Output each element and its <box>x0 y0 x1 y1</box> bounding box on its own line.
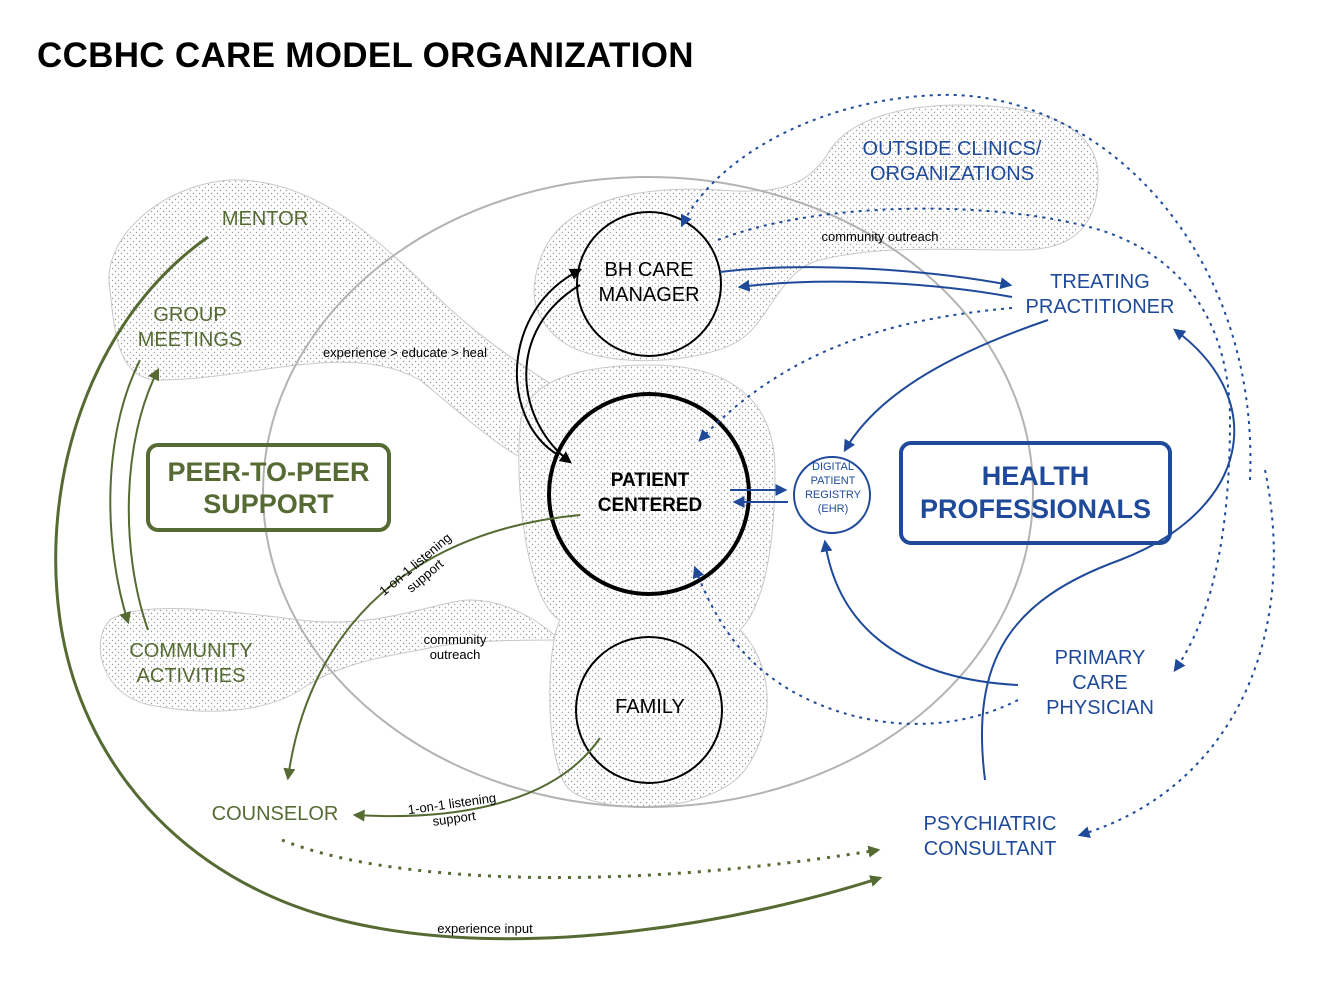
family-circle[interactable] <box>575 636 723 784</box>
outside-to-bh-dashed <box>680 93 1252 481</box>
health-box-line2: PROFESSIONALS <box>919 494 1152 524</box>
bh-line2: MANAGER <box>598 284 700 306</box>
patient-centered-label: PATIENT CENTERED <box>570 468 730 518</box>
family-to-counselor-arrow <box>352 737 601 822</box>
group-line1: GROUP <box>153 304 227 326</box>
registry-line1: DIGITAL <box>812 461 854 473</box>
outside-line1: OUTSIDE CLINICS/ <box>862 138 1042 160</box>
counselor-to-psychiatric-dotted <box>281 838 881 880</box>
family-label: FAMILY <box>615 696 685 718</box>
patient-line1: PATIENT <box>610 470 690 491</box>
registry-line2: PATIENT <box>810 475 856 487</box>
group-line2: MEETINGS <box>137 329 243 351</box>
center-stipple <box>518 364 776 808</box>
experience-input-arrow <box>54 235 883 941</box>
community-to-group-arrow <box>127 367 160 631</box>
peer-to-peer-support-box[interactable]: PEER-TO-PEER SUPPORT <box>146 443 391 532</box>
community-activities-label[interactable]: COMMUNITY ACTIVITIES <box>106 639 276 689</box>
community-line2: ACTIVITIES <box>136 665 246 687</box>
health-region-top <box>533 104 1099 362</box>
mentor-label[interactable]: MENTOR <box>221 208 309 230</box>
registry-line4: (EHR) <box>817 503 849 515</box>
digital-patient-registry-label: DIGITAL PATIENT REGISTRY (EHR) <box>795 460 871 516</box>
primary-line1: PRIMARY <box>1054 647 1146 669</box>
patient-to-counselor-arrow <box>283 514 581 781</box>
bh-care-manager-circle[interactable] <box>576 211 722 357</box>
registry-circle[interactable] <box>793 456 871 534</box>
community-outreach-top-note: community outreach <box>821 229 939 244</box>
outside-line2: ORGANIZATIONS <box>869 163 1035 185</box>
primary-line2: CARE <box>1072 672 1128 694</box>
registry-line3: REGISTRY <box>804 489 862 501</box>
page-title: CCBHC CARE MODEL ORGANIZATION <box>37 36 694 75</box>
group-meetings-label[interactable]: GROUP MEETINGS <box>120 303 260 353</box>
group-to-community-arrow <box>109 359 141 625</box>
experience-input-note: experience input <box>437 921 533 936</box>
primary-care-physician-label[interactable]: PRIMARY CARE PHYSICIAN <box>1030 646 1170 721</box>
patient-to-bh-arrow <box>515 268 583 456</box>
community-outreach-bottom-note: community outreach <box>405 632 505 662</box>
care-ellipse <box>262 176 1034 808</box>
treating-to-registry-arrow <box>843 319 1049 453</box>
bh-care-manager-label: BH CARE MANAGER <box>579 258 719 308</box>
treating-practitioner-label[interactable]: TREATING PRACTITIONER <box>1010 270 1190 320</box>
treating-line2: PRACTITIONER <box>1025 296 1175 318</box>
peer-box-line1: PEER-TO-PEER <box>167 456 370 487</box>
primary-to-registry-arrow <box>820 539 1019 686</box>
patient-centered-circle[interactable] <box>547 392 751 596</box>
psychiatric-consultant-label[interactable]: PSYCHIATRIC CONSULTANT <box>905 812 1075 862</box>
community-line1: COMMUNITY <box>129 640 253 662</box>
treating-to-bh-arrow <box>737 279 1013 298</box>
treating-to-patient-dashed <box>698 307 1013 442</box>
health-professionals-box[interactable]: HEALTH PROFESSIONALS <box>899 441 1172 545</box>
bh-line1: BH CARE <box>604 259 694 281</box>
primary-line3: PHYSICIAN <box>1046 697 1154 719</box>
cob-line2: outreach <box>429 647 481 662</box>
health-box-line1: HEALTH <box>981 461 1090 491</box>
cob-line1: community <box>423 632 487 647</box>
bh-to-treating-arrow <box>719 266 1013 290</box>
outer-to-psychiatric-dashed <box>1077 469 1275 838</box>
experience-educate-heal-note: experience > educate > heal <box>322 345 488 360</box>
bh-to-patient-arrow <box>525 284 581 464</box>
counselor-label[interactable]: COUNSELOR <box>211 803 339 825</box>
patient-line2: CENTERED <box>597 495 703 516</box>
treating-line1: TREATING <box>1050 271 1150 293</box>
psychiatric-line2: CONSULTANT <box>923 838 1057 860</box>
outside-clinics-label[interactable]: OUTSIDE CLINICS/ ORGANIZATIONS <box>842 137 1062 187</box>
peer-box-line2: SUPPORT <box>203 488 334 519</box>
psychiatric-line1: PSYCHIATRIC <box>923 813 1057 835</box>
